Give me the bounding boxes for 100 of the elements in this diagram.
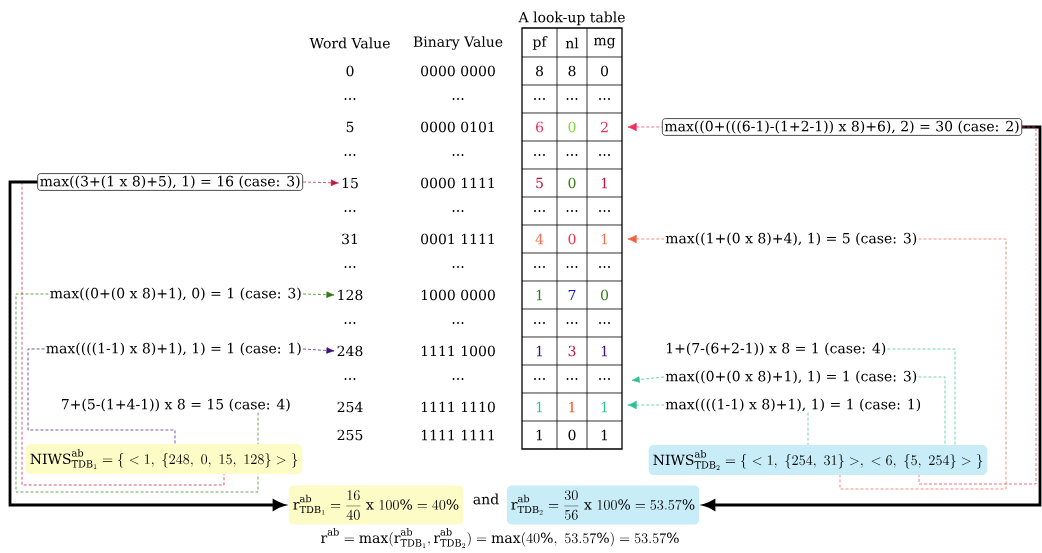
- column-header: mg: [593, 37, 616, 49]
- binary-value: ...: [452, 210, 464, 212]
- table-cell: 0: [601, 289, 609, 301]
- table-cell: ...: [599, 378, 610, 380]
- binary-value: 1111 1000: [421, 345, 495, 357]
- table-cell: 1: [569, 401, 575, 413]
- binary-value: 1111 1110: [421, 401, 495, 413]
- table-cell: 1: [536, 289, 542, 301]
- dashed-connector: [27, 348, 176, 445]
- conjunction-text: and: [473, 493, 499, 505]
- binary-value: ...: [452, 378, 464, 380]
- word-value: ...: [344, 378, 356, 380]
- word-value: 31: [342, 233, 357, 245]
- word-value: 15: [342, 177, 358, 189]
- table-cell: 2: [601, 121, 608, 133]
- table-cell: ...: [599, 266, 610, 268]
- binary-value: 0000 0101: [421, 121, 494, 133]
- table-cell: 1: [536, 401, 542, 413]
- word-value: 5: [346, 121, 354, 133]
- formula-box: max((3+(1 x 8)+5), 1) = 16 (case: 3): [37, 173, 303, 191]
- word-value: 255: [337, 429, 363, 441]
- table-cell: ...: [534, 378, 545, 380]
- dashed-arrow: [302, 347, 335, 354]
- word-value: ...: [344, 98, 356, 100]
- table-cell: 1: [601, 233, 607, 245]
- table-cell: ...: [599, 98, 610, 100]
- table-cell: 1: [601, 345, 607, 357]
- table-cell: 1: [601, 177, 607, 189]
- formula: max((((1-1) x 8)+1), 1) = 1 (case: 1): [665, 398, 921, 412]
- column-header: Word Value: [309, 37, 390, 49]
- table-cell: 4: [535, 233, 544, 245]
- table-cell: 1: [601, 429, 607, 441]
- binary-value: 1111 1111: [421, 429, 494, 441]
- dashed-arrow: [627, 122, 663, 132]
- table-cell: 0: [568, 121, 576, 133]
- node-label: A look-up table: [518, 11, 625, 26]
- dashed-connector: [21, 181, 225, 486]
- table-cell: 0: [601, 65, 609, 77]
- table-cell: 1: [536, 345, 542, 357]
- dashed-connector: [918, 126, 1037, 485]
- table-cell: 1: [601, 401, 607, 413]
- table-cell: ...: [566, 266, 578, 268]
- word-value: 254: [337, 401, 363, 413]
- formula: max((0+(0 x 8)+1), 1) = 1 (case: 3): [665, 370, 917, 384]
- table-cell: 0: [568, 233, 576, 245]
- binary-value: ...: [452, 98, 464, 100]
- highlighted-formula: $\mathrm{r}^{\mathrm{ab}}_{\mathrm{TDB}_2}= \frac{30}{56}\ \mathrm{x}\ 100\% = 53.57\%$: [506, 485, 700, 525]
- table-cell: ...: [599, 322, 610, 324]
- table-cell: 6: [536, 121, 544, 133]
- dashed-connector: [887, 348, 956, 446]
- table-cell: 8: [568, 65, 576, 77]
- word-value: ...: [344, 322, 356, 324]
- binary-value: 1000 0000: [421, 289, 495, 301]
- binary-value: ...: [452, 154, 464, 156]
- table-cell: 3: [568, 345, 576, 357]
- table-cell: 7: [568, 289, 576, 301]
- word-value: ...: [344, 154, 356, 156]
- dashed-arrow: [302, 179, 339, 186]
- table-cell: 0: [568, 429, 576, 441]
- table-cell: ...: [566, 378, 578, 380]
- table-cell: ...: [566, 98, 578, 100]
- column-header: nl: [565, 37, 579, 49]
- formula: max((1+(0 x 8)+4), 1) = 5 (case: 3): [665, 232, 917, 246]
- dashed-arrow: [627, 234, 665, 244]
- table-cell: ...: [534, 322, 545, 324]
- highlighted-formula: $\mathrm{NIWS}^{\mathrm{ab}}_{\mathrm{TDB}_1}= \{\ <1,\ \{248,\ 0,\ 15,\ 128\}>\ \}$: [25, 444, 303, 474]
- word-value: ...: [344, 266, 356, 268]
- table-cell: ...: [599, 210, 610, 212]
- column-header: Binary Value: [413, 36, 503, 50]
- word-value: 0: [346, 65, 354, 77]
- word-value: ...: [344, 210, 356, 212]
- word-value: 248: [337, 345, 363, 357]
- column-header: pf: [532, 36, 548, 50]
- table-cell: 0: [568, 177, 576, 189]
- table-cell: ...: [599, 154, 610, 156]
- dashed-connector: [918, 376, 946, 446]
- formula: 7+(5-(1+4-1)) x 8 = 15 (case: 4): [61, 398, 290, 412]
- dashed-connector: [839, 238, 1007, 490]
- table-cell: ...: [534, 210, 545, 212]
- word-value: 128: [338, 289, 363, 301]
- formula: 1+(7-(6+2-1)) x 8 = 1 (case: 4): [666, 342, 886, 356]
- table-cell: ...: [566, 210, 578, 212]
- formula: max((((1-1) x 8)+1), 1) = 1 (case: 1): [46, 342, 301, 356]
- table-cell: ...: [534, 266, 545, 268]
- table-cell: 8: [536, 65, 543, 77]
- dashed-connector: [15, 293, 259, 493]
- dashed-connector: [807, 412, 809, 446]
- table-cell: ...: [534, 154, 545, 156]
- dashed-arrow: [631, 376, 665, 383]
- formula-box: max((0+(((6-1)-(1+2-1)) x 8)+6), 2) = 30 (case: 2): [662, 118, 1023, 136]
- binary-value: ...: [452, 266, 464, 268]
- binary-value: 0000 1111: [421, 177, 494, 189]
- dashed-connector: [257, 412, 259, 445]
- binary-value: ...: [452, 322, 464, 324]
- highlighted-formula: $\mathrm{NIWS}^{\mathrm{ab}}_{\mathrm{TDB}_2}= \{\ <1,\ \{254,\ 31\}>,\ <6,\ \{5,\ 254\}>\ \}$: [648, 445, 988, 475]
- result-formula: $\mathrm{r}^{\mathrm{ab}} = \max(\mathrm{r}^{\mathrm{ab}}_{\mathrm{TDB}_1},\mathrm{r}^{\mathrm{ab}}_{\mathrm{TDB}_2}) = \max(40\%,\ 53.57\%) = 53.57\%$: [321, 528, 679, 548]
- table-cell: ...: [534, 98, 545, 100]
- binary-value: 0001 1111: [421, 233, 494, 245]
- table-cell: 5: [536, 177, 543, 189]
- formula: max((0+(0 x 8)+1), 0) = 1 (case: 3): [50, 287, 301, 301]
